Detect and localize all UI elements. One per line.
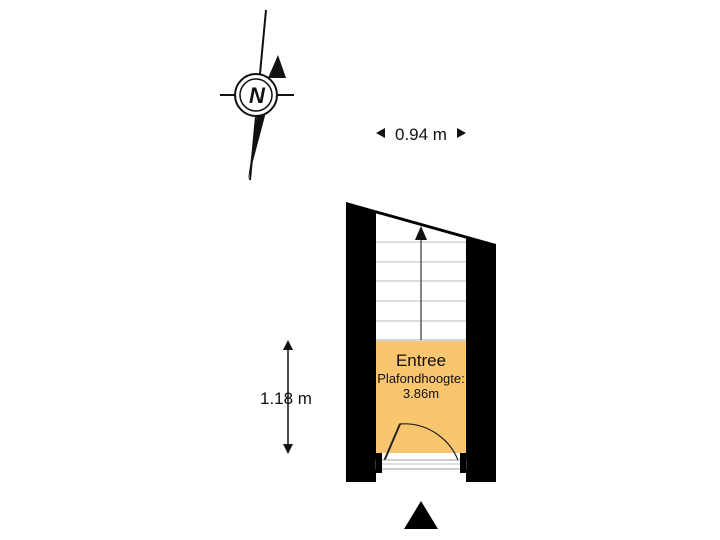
compass-letter: N bbox=[249, 83, 266, 108]
ceiling-value: 3.86m bbox=[403, 386, 439, 401]
room-entree[interactable]: Entree Plafondhoogte: 3.86m bbox=[376, 341, 466, 453]
up-arrow-icon bbox=[415, 226, 427, 240]
room-name: Entree bbox=[396, 351, 446, 370]
entrance-door[interactable] bbox=[375, 423, 467, 473]
staircase bbox=[376, 226, 466, 341]
width-dimension: 0.94 m bbox=[376, 125, 466, 144]
height-dimension: 1.18 m bbox=[260, 340, 312, 454]
width-label: 0.94 m bbox=[395, 125, 447, 144]
ceiling-label: Plafondhoogte: bbox=[377, 371, 464, 386]
walls bbox=[346, 202, 496, 482]
entrance-triangle-icon bbox=[404, 501, 438, 529]
north-compass-icon: N bbox=[220, 9, 294, 181]
height-label: 1.18 m bbox=[260, 389, 312, 408]
